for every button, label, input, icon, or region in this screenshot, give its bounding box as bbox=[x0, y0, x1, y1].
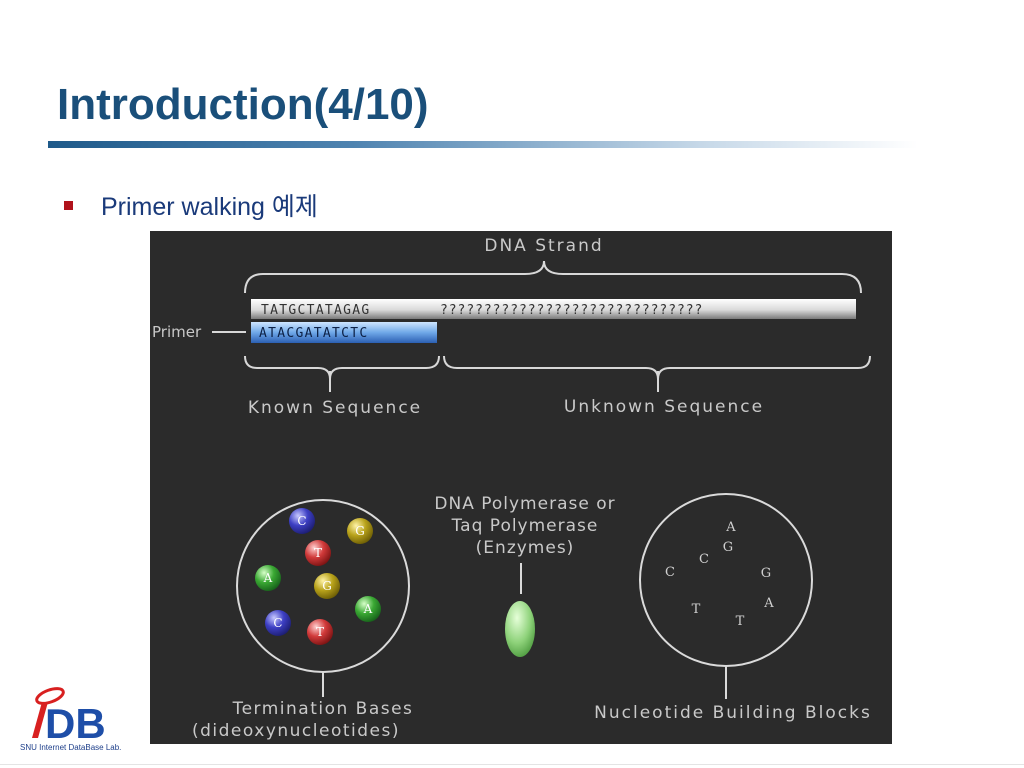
nucleotide-letter: G bbox=[761, 566, 771, 581]
termination-base-ball: C bbox=[265, 610, 291, 636]
nucleotide-letter: T bbox=[692, 602, 701, 617]
termination-base-ball: G bbox=[347, 518, 373, 544]
dna-strand-bar bbox=[251, 299, 856, 319]
termination-base-ball: C bbox=[289, 508, 315, 534]
base-sphere bbox=[265, 610, 291, 636]
footer-line bbox=[0, 764, 1024, 765]
nucleotide-label: Nucleotide Building Blocks bbox=[594, 703, 872, 723]
primer-sequence-text: ATACGATATCTC bbox=[259, 326, 369, 341]
unknown-sequence-text: ?????????????????????????????? bbox=[440, 303, 703, 318]
dna-strand-bracket bbox=[244, 260, 862, 294]
known-sequence-label: Known Sequence bbox=[248, 398, 422, 418]
title-underline bbox=[48, 141, 918, 148]
base-letter: A bbox=[363, 602, 373, 616]
known-sequence-text: TATGCTATAGAG bbox=[261, 303, 371, 318]
nucleotide-letter: A bbox=[763, 596, 774, 611]
polymerase-label-line1: DNA Polymerase or bbox=[434, 494, 615, 514]
termination-base-ball: A bbox=[355, 596, 381, 622]
base-sphere bbox=[314, 573, 340, 599]
logo-i-letter bbox=[32, 702, 48, 738]
termination-label-line2: (dideoxynucleotides) bbox=[192, 721, 400, 741]
idb-logo: DB SNU Internet DataBase Lab. bbox=[20, 687, 121, 752]
termination-base-ball: T bbox=[305, 540, 331, 566]
base-letter: C bbox=[273, 616, 282, 630]
lab-name: SNU Internet DataBase Lab. bbox=[20, 743, 121, 752]
base-sphere bbox=[307, 619, 333, 645]
termination-base-ball: T bbox=[307, 619, 333, 645]
base-sphere bbox=[289, 508, 315, 534]
logo-swoosh bbox=[35, 687, 65, 705]
nucleotide-letter: T bbox=[736, 614, 745, 629]
polymerase-label-line3: (Enzymes) bbox=[476, 538, 575, 558]
base-sphere bbox=[355, 596, 381, 622]
dna-strand-label: DNA Strand bbox=[484, 236, 603, 256]
termination-base-ball: A bbox=[255, 565, 281, 591]
nucleotide-letter: G bbox=[723, 540, 733, 555]
bullet-text: Primer walking 예제 bbox=[101, 193, 318, 221]
nucleotide-letter: A bbox=[725, 520, 736, 535]
termination-base-ball: G bbox=[314, 573, 340, 599]
base-sphere bbox=[305, 540, 331, 566]
base-letter: A bbox=[263, 571, 273, 585]
base-letter: T bbox=[316, 625, 324, 639]
logo-db-text: DB bbox=[45, 700, 106, 747]
base-letter: G bbox=[355, 524, 365, 538]
polymerase-label-line2: Taq Polymerase bbox=[451, 516, 599, 536]
nucleotide-letter: C bbox=[699, 552, 709, 567]
base-sphere bbox=[347, 518, 373, 544]
unknown-sequence-label: Unknown Sequence bbox=[564, 397, 764, 417]
enzyme-shape bbox=[505, 601, 535, 657]
primer-walking-diagram: DNA Strand TATGCTATAGAG ????????????????… bbox=[150, 231, 892, 744]
bullet-item: Primer walking 예제 bbox=[64, 188, 318, 222]
termination-bases: C G T A G A C T bbox=[255, 508, 381, 645]
bullet-marker bbox=[64, 200, 73, 210]
base-letter: G bbox=[322, 579, 332, 593]
base-sphere bbox=[255, 565, 281, 591]
base-letter: T bbox=[314, 546, 322, 560]
termination-label-line1: Termination Bases bbox=[232, 699, 414, 719]
base-letter: C bbox=[297, 514, 306, 528]
nucleotide-letter: C bbox=[665, 565, 675, 580]
primer-label: Primer bbox=[152, 323, 202, 341]
slide-title: Introduction(4/10) bbox=[57, 80, 429, 129]
primer-bar bbox=[251, 322, 437, 343]
